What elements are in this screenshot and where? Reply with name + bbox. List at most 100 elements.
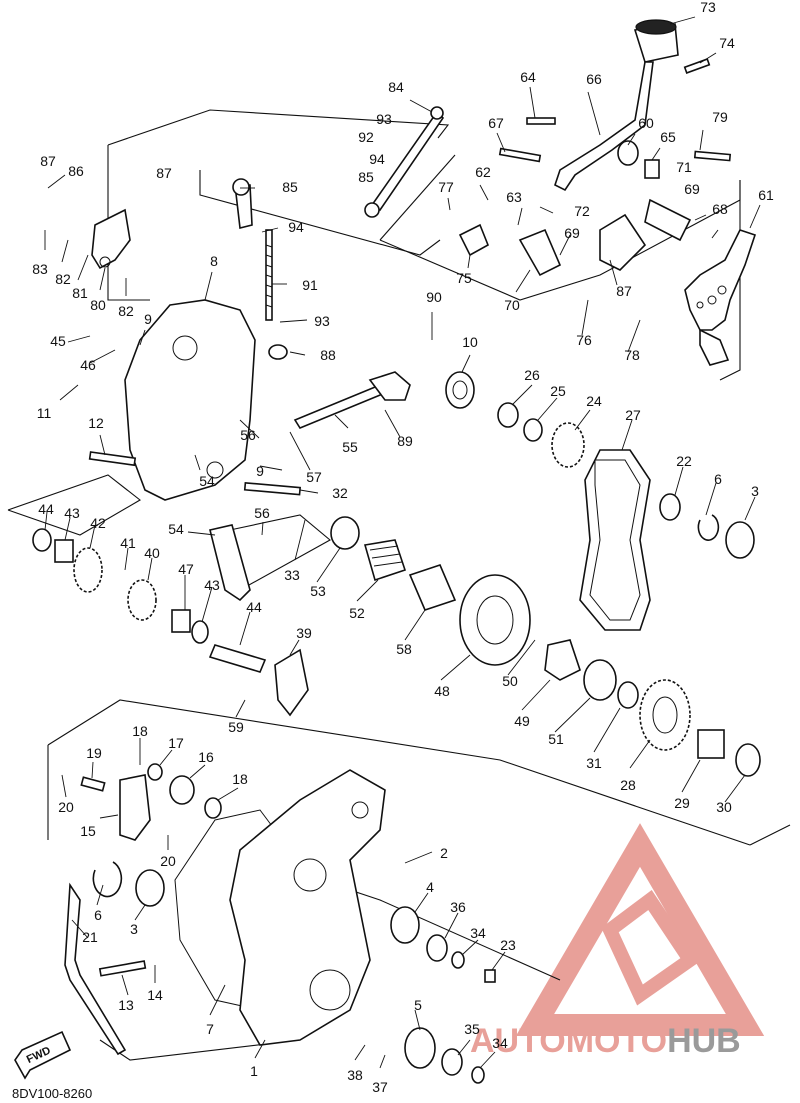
- callout-45: 45: [50, 333, 66, 349]
- callout-50: 50: [502, 673, 518, 689]
- callout-48: 48: [434, 683, 450, 699]
- shaft-39: [208, 644, 267, 673]
- callout-3: 3: [751, 483, 759, 499]
- drive-chain-27: [579, 449, 651, 631]
- callout-26: 26: [524, 367, 540, 383]
- watermark-logo: AUTOMOTOHUB: [470, 823, 765, 1060]
- callout-67: 67: [488, 115, 504, 131]
- svg-text:AUTOMOTOHUB: AUTOMOTOHUB: [470, 1022, 741, 1060]
- callout-65: 65: [660, 129, 676, 145]
- spring-52: [363, 539, 407, 582]
- drawing-code: 8DV100-8260: [12, 1086, 92, 1101]
- callout-82: 82: [55, 271, 71, 287]
- callout-42: 42: [90, 515, 106, 531]
- callout-37: 37: [372, 1079, 388, 1095]
- callout-39: 39: [296, 625, 312, 641]
- callout-27: 27: [625, 407, 641, 423]
- callout-5: 5: [414, 997, 422, 1013]
- bearing-3-lower: [135, 869, 165, 907]
- callout-83: 83: [32, 261, 48, 277]
- callout-86: 86: [68, 163, 84, 179]
- bearing-3-upper: [725, 521, 755, 559]
- callout-82: 82: [118, 303, 134, 319]
- callout-21: 21: [82, 929, 98, 945]
- callout-20: 20: [58, 799, 74, 815]
- callout-24: 24: [586, 393, 602, 409]
- callout-58: 58: [396, 641, 412, 657]
- callout-20: 20: [160, 853, 176, 869]
- shaft-55: [293, 384, 387, 429]
- callout-14: 14: [147, 987, 163, 1003]
- callout-63: 63: [506, 189, 522, 205]
- callout-78: 78: [624, 347, 640, 363]
- callout-94: 94: [288, 219, 304, 235]
- callout-68: 68: [712, 201, 728, 217]
- callout-74: 74: [719, 35, 735, 51]
- callout-70: 70: [504, 297, 520, 313]
- callout-34: 34: [492, 1035, 508, 1051]
- callout-91: 91: [302, 277, 318, 293]
- sprocket-48: [459, 574, 531, 666]
- callout-44: 44: [246, 599, 262, 615]
- callout-41: 41: [120, 535, 136, 551]
- callout-57: 57: [306, 469, 322, 485]
- callout-10: 10: [462, 334, 478, 350]
- callout-46: 46: [80, 357, 96, 373]
- callout-22: 22: [676, 453, 692, 469]
- callout-7: 7: [206, 1021, 214, 1037]
- callout-30: 30: [716, 799, 732, 815]
- callout-79: 79: [712, 109, 728, 125]
- callout-32: 32: [332, 485, 348, 501]
- callout-1: 1: [250, 1063, 258, 1079]
- callout-52: 52: [349, 605, 365, 621]
- callout-59: 59: [228, 719, 244, 735]
- watermark-triangle: [515, 823, 765, 1036]
- fwd-arrow-icon: FWD: [14, 1030, 72, 1080]
- callout-81: 81: [72, 285, 88, 301]
- callout-72: 72: [574, 203, 590, 219]
- transmission-case-1: [229, 769, 386, 1046]
- callout-62: 62: [475, 164, 491, 180]
- callout-76: 76: [576, 332, 592, 348]
- assembly-frames: [7, 109, 791, 1061]
- callout-85: 85: [358, 169, 374, 185]
- callout-19: 19: [86, 745, 102, 761]
- callout-87: 87: [156, 165, 172, 181]
- callout-13: 13: [118, 997, 134, 1013]
- pin-74: [683, 58, 711, 74]
- callout-56: 56: [254, 505, 270, 521]
- case-cover-8: [124, 299, 256, 501]
- callout-29: 29: [674, 795, 690, 811]
- callout-56: 56: [240, 427, 256, 443]
- callout-71: 71: [676, 159, 692, 175]
- callout-17: 17: [168, 735, 184, 751]
- callout-64: 64: [520, 69, 536, 85]
- callout-15: 15: [80, 823, 96, 839]
- callout-89: 89: [397, 433, 413, 449]
- callout-69: 69: [564, 225, 580, 241]
- callout-44: 44: [38, 501, 54, 517]
- callout-11: 11: [37, 405, 52, 421]
- callout-43: 43: [204, 577, 220, 593]
- callout-90: 90: [426, 289, 442, 305]
- callout-43: 43: [64, 505, 80, 521]
- callout-16: 16: [198, 749, 214, 765]
- gear-28: [639, 679, 691, 751]
- callout-80: 80: [90, 297, 106, 313]
- callout-40: 40: [144, 545, 160, 561]
- callout-12: 12: [88, 415, 104, 431]
- callout-18: 18: [232, 771, 248, 787]
- callout-31: 31: [586, 755, 602, 771]
- callout-8: 8: [210, 253, 218, 269]
- callout-75: 75: [456, 270, 472, 286]
- shift-rod: [554, 61, 654, 192]
- callout-35: 35: [464, 1021, 480, 1037]
- callout-3: 3: [130, 921, 138, 937]
- callout-87: 87: [40, 153, 56, 169]
- callout-9: 9: [256, 463, 264, 479]
- callout-34: 34: [470, 925, 486, 941]
- watermark-brand-1: AUTOMOTO: [470, 1022, 667, 1060]
- callout-23: 23: [500, 937, 516, 953]
- callout-93: 93: [376, 111, 392, 127]
